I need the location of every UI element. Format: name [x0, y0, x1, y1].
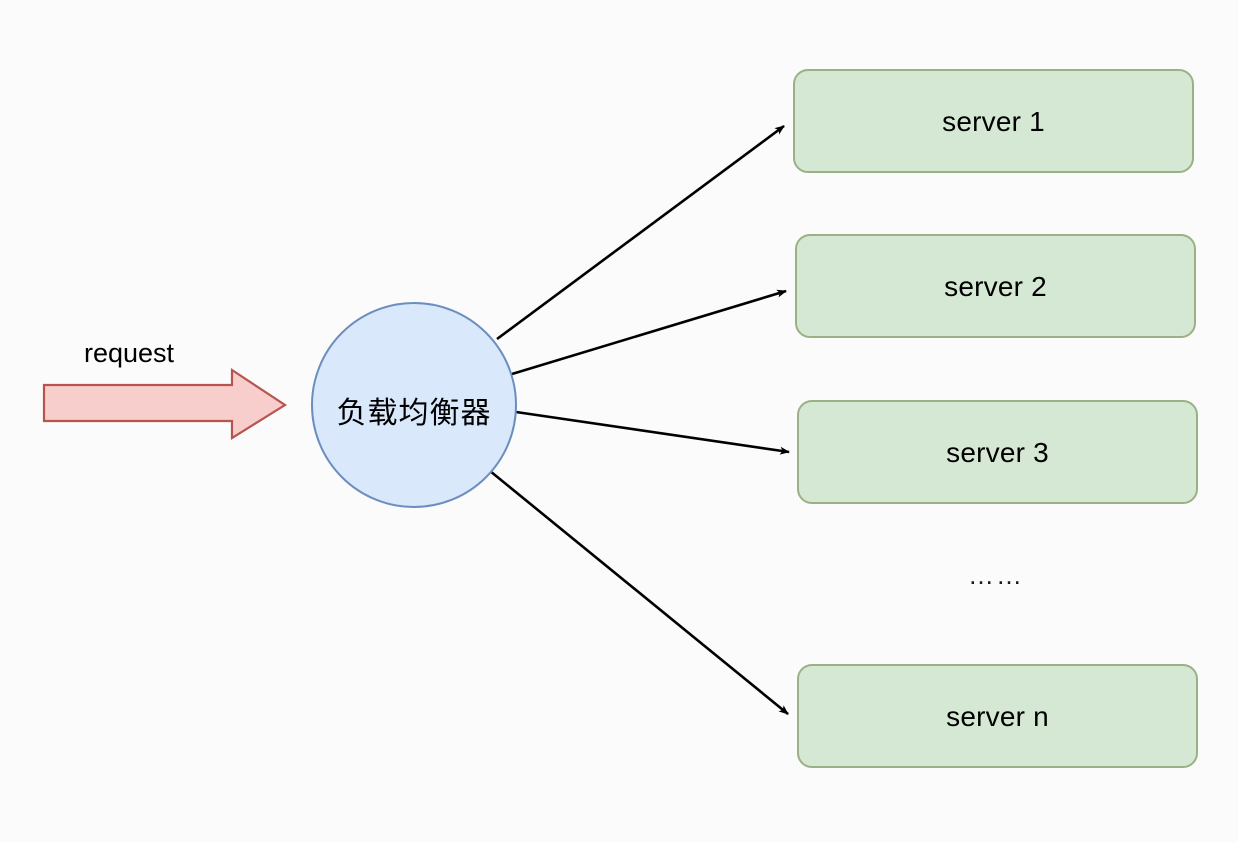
server-box-4[interactable] — [797, 664, 1198, 768]
connector-balancer-to-server-2 — [511, 289, 787, 376]
server-box-1[interactable] — [793, 69, 1194, 173]
connector-balancer-to-server-n — [489, 469, 789, 716]
connector-balancer-to-server-3 — [515, 410, 790, 455]
load-balancer-circle[interactable] — [311, 302, 517, 508]
connector-balancer-to-server-1 — [496, 124, 785, 341]
server-box-2[interactable] — [795, 234, 1196, 338]
request-arrow-shape — [42, 367, 288, 440]
server-box-3[interactable] — [797, 400, 1198, 504]
